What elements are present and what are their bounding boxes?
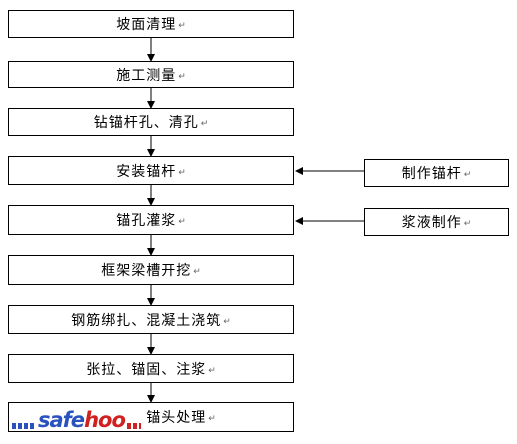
- side-step-make-anchor: 制作锚杆↵: [364, 159, 509, 187]
- step-label: 钻锚杆孔、清孔: [93, 115, 199, 131]
- step-grouting: 锚孔灌浆↵: [8, 205, 294, 235]
- paragraph-mark-icon: ↵: [193, 267, 201, 277]
- step-label: 坡面清理: [116, 17, 177, 33]
- step-anchor-head: 锚头处理↵: [8, 402, 294, 432]
- paragraph-mark-icon: ↵: [178, 217, 186, 227]
- watermark-dots-icon: [12, 423, 36, 429]
- step-label: 锚孔灌浆: [116, 213, 177, 229]
- paragraph-mark-icon: ↵: [223, 316, 231, 327]
- step-label: 钢筋绑扎、混凝土浇筑: [71, 312, 222, 329]
- paragraph-mark-icon: ↵: [178, 167, 186, 178]
- step-slope-cleaning: 坡面清理↵: [8, 10, 294, 38]
- step-label: 张拉、锚固、注浆: [86, 361, 207, 378]
- paragraph-mark-icon: ↵: [178, 71, 186, 82]
- step-tension-anchor-grout: 张拉、锚固、注浆↵: [8, 354, 294, 383]
- step-install-anchor: 安装锚杆↵: [8, 156, 294, 185]
- paragraph-mark-icon: ↵: [208, 365, 216, 376]
- paragraph-mark-icon: ↵: [178, 21, 186, 31]
- side-step-label: 制作锚杆: [401, 166, 462, 182]
- side-step-label: 浆液制作: [401, 215, 462, 231]
- watermark-text-part2: hoo: [84, 408, 126, 432]
- paragraph-mark-icon: ↵: [200, 119, 209, 129]
- watermark-text-part1: safe: [38, 408, 85, 432]
- paragraph-mark-icon: ↵: [463, 219, 472, 229]
- step-label: 锚头处理: [146, 410, 207, 426]
- step-rebar-concrete: 钢筋绑扎、混凝土浇筑↵: [8, 305, 294, 334]
- step-trench-excavation: 框架梁槽开挖↵: [8, 255, 294, 285]
- step-label: 框架梁槽开挖: [101, 263, 192, 279]
- step-label: 施工测量: [116, 67, 177, 84]
- step-survey: 施工测量↵: [8, 61, 294, 88]
- side-step-make-slurry: 浆液制作↵: [364, 208, 509, 236]
- step-drilling: 钻锚杆孔、清孔↵: [8, 108, 294, 136]
- paragraph-mark-icon: ↵: [208, 414, 216, 424]
- watermark-dots-icon: [126, 423, 141, 429]
- step-label: 安装锚杆: [116, 163, 177, 180]
- paragraph-mark-icon: ↵: [463, 170, 472, 180]
- watermark-logo: safe hoo: [12, 409, 141, 431]
